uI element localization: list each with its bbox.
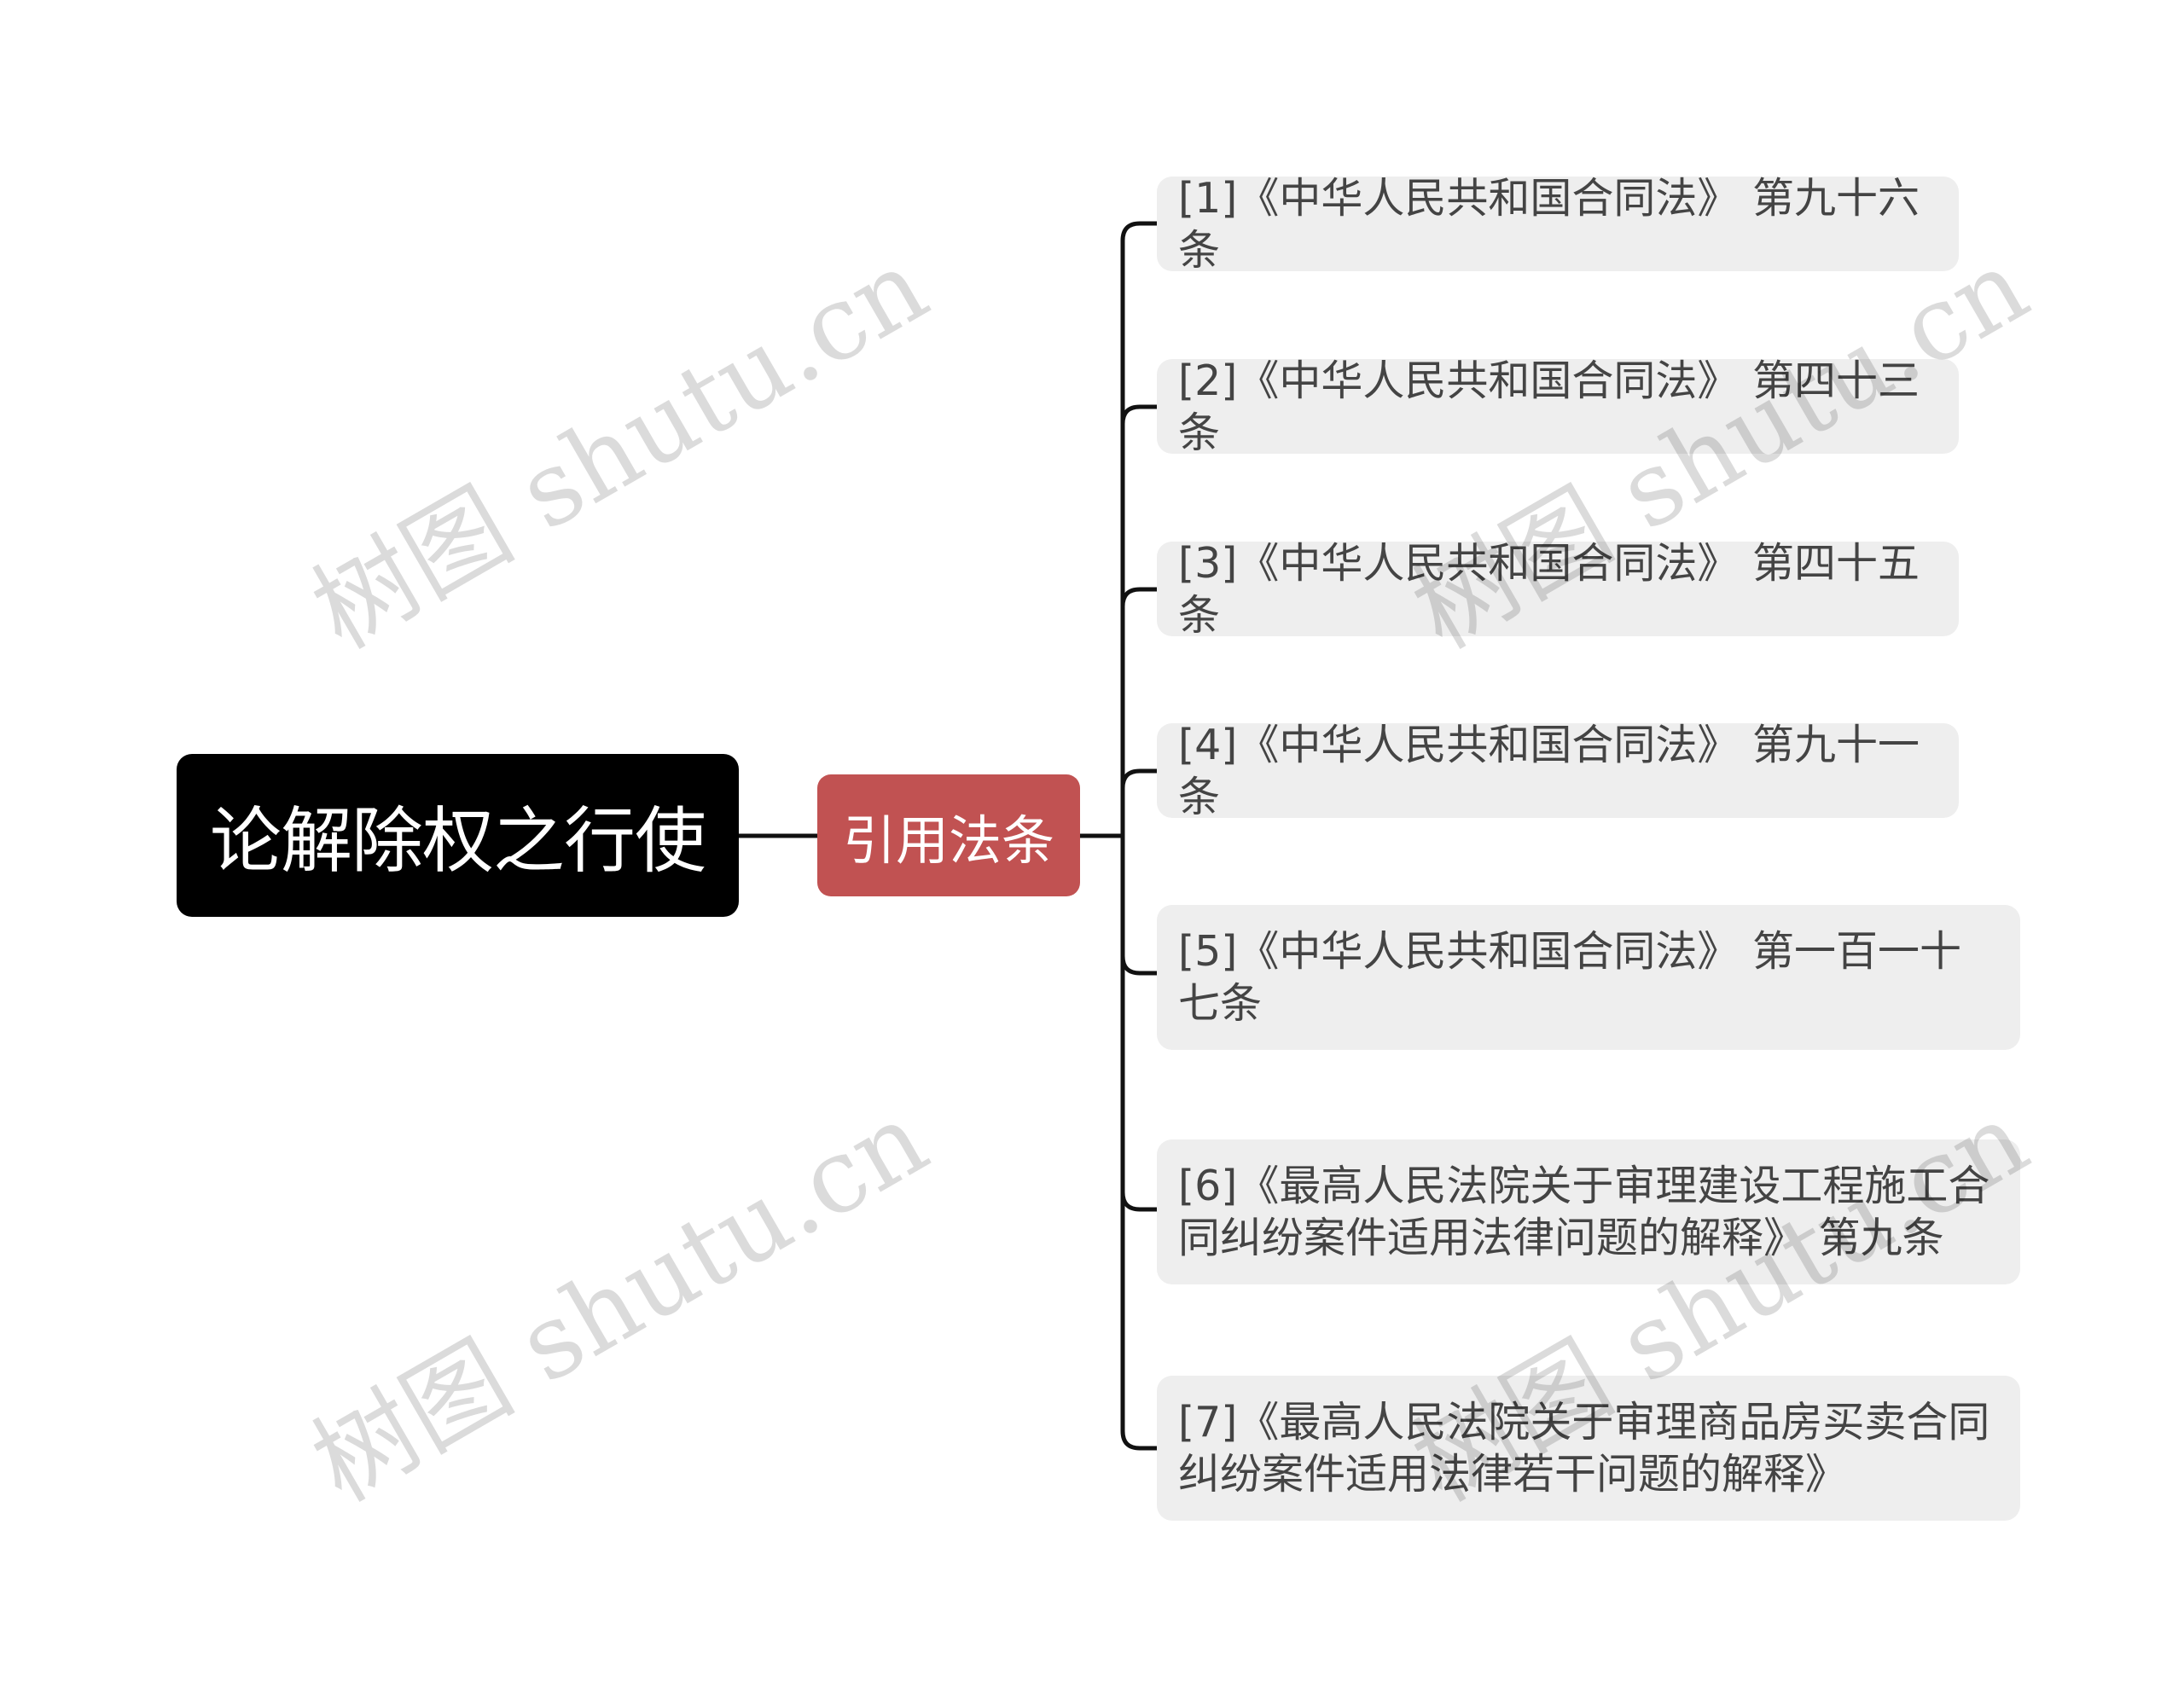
branch-topic-label: 引用法条	[842, 809, 1054, 872]
leaf-topic-label: [3]《中华人民共和国合同法》 第四十五条	[1178, 538, 1920, 640]
root-topic[interactable]: 论解除权之行使	[177, 754, 739, 917]
leaf-topic-7[interactable]: [7]《最高人民法院关于审理商品房买卖合同纠纷案件适用法律若干问题的解释》	[1157, 1376, 2020, 1521]
leaf-topic-label: [2]《中华人民共和国合同法》 第四十三条	[1178, 356, 1920, 457]
leaf-topic-label: [5]《中华人民共和国合同法》 第一百一十七条	[1178, 927, 1961, 1028]
branch-topic[interactable]: 引用法条	[817, 774, 1080, 896]
leaf-topic-label: [6]《最高人民法院关于审理建设工程施工合同纠纷案件适用法律问题的解释》 第九条	[1178, 1162, 1990, 1262]
leaf-topic-label: [4]《中华人民共和国合同法》 第九十一条	[1178, 720, 1920, 821]
leaf-topic-5[interactable]: [5]《中华人民共和国合同法》 第一百一十七条	[1157, 905, 2020, 1050]
leaf-topic-2[interactable]: [2]《中华人民共和国合同法》 第四十三条	[1157, 357, 1959, 457]
leaf-topic-1[interactable]: [1]《中华人民共和国合同法》 第九十六条	[1157, 174, 1959, 275]
root-topic-label: 论解除权之行使	[209, 799, 706, 883]
leaf-topic-label: [7]《最高人民法院关于审理商品房买卖合同纠纷案件适用法律若干问题的解释》	[1178, 1398, 1990, 1499]
leaf-topic-6[interactable]: [6]《最高人民法院关于审理建设工程施工合同纠纷案件适用法律问题的解释》 第九条	[1157, 1139, 2020, 1284]
leaf-topic-4[interactable]: [4]《中华人民共和国合同法》 第九十一条	[1157, 721, 1959, 821]
leaf-topic-label: [1]《中华人民共和国合同法》 第九十六条	[1178, 173, 1920, 275]
leaf-topic-3[interactable]: [3]《中华人民共和国合同法》 第四十五条	[1157, 539, 1959, 640]
